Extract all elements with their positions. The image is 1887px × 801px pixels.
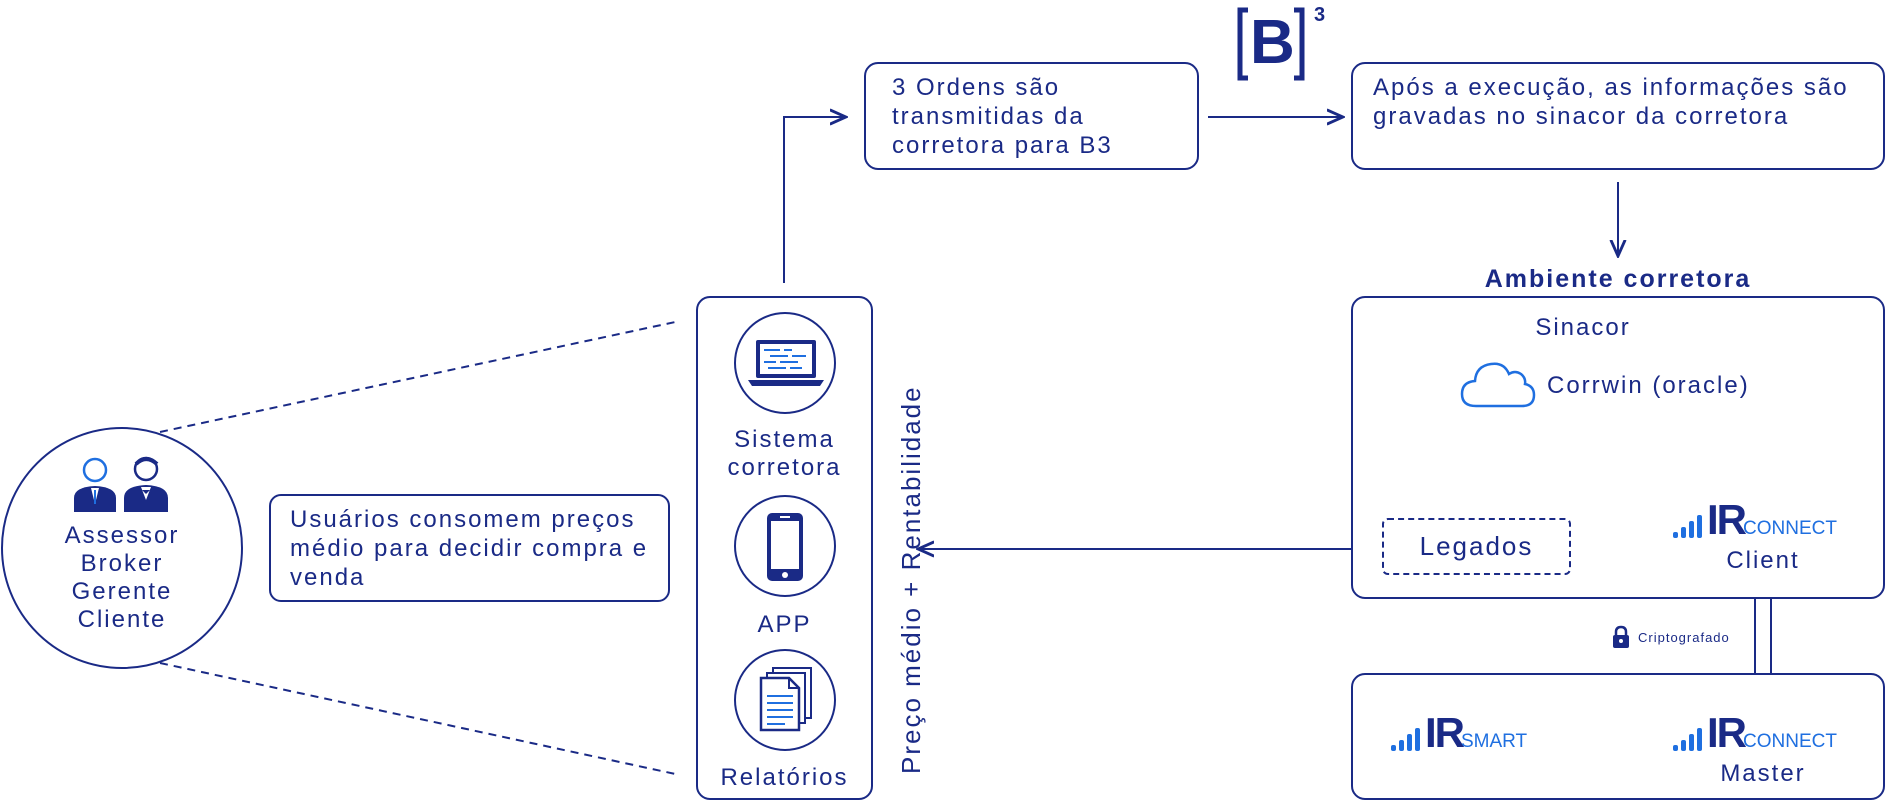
b3-logo-superscript: 3: [1314, 4, 1326, 26]
encrypted-badge: Criptografado: [1612, 625, 1772, 649]
laptop-icon: [748, 340, 824, 386]
legados-box: Legados: [1382, 518, 1571, 575]
b3-logo-letter: B: [1250, 8, 1295, 77]
users-circle: Assessor Broker Gerente Cliente: [1, 427, 243, 669]
person-group-icon: [74, 456, 168, 512]
encrypted-label: Criptografado: [1638, 630, 1730, 645]
app-label: APP: [757, 611, 812, 638]
irsmart-logo: IR SMART: [1391, 709, 1551, 756]
system-label-line1: Sistema: [734, 426, 835, 453]
role-cliente: Cliente: [77, 606, 167, 633]
irsmart-smart: SMART: [1461, 731, 1528, 752]
system-label-line2: corretora: [727, 454, 842, 481]
signal-bars-icon: [1673, 728, 1702, 751]
irconnect-master-connect: CONNECT: [1743, 731, 1837, 752]
laptop-circle: [734, 312, 836, 414]
irconnect-client-logo: IR CONNECT: [1673, 496, 1853, 543]
sinacor-label: Sinacor: [1535, 314, 1631, 341]
role-gerente: Gerente: [71, 578, 173, 605]
orders-box: 3 Ordens são transmitidas da corretora p…: [864, 62, 1199, 170]
master-box: IR SMART IR CONNECT Master: [1351, 673, 1885, 800]
role-broker: Broker: [80, 550, 164, 577]
irsmart-ir: IR: [1425, 709, 1465, 756]
documents-icon: [759, 667, 812, 732]
arrow-to-orders: [783, 117, 846, 283]
dashed-connector-bottom: [159, 662, 681, 776]
channels-box: Sistema corretora APP Relatórios: [696, 296, 873, 800]
client-label: Client: [1726, 547, 1800, 574]
documents-circle: [734, 649, 836, 751]
smartphone-icon: [767, 513, 803, 581]
irconnect-master-logo: IR CONNECT: [1673, 709, 1853, 756]
lock-icon: [1613, 625, 1629, 648]
signal-bars-icon: [1673, 515, 1702, 538]
irconnect-client-connect: CONNECT: [1743, 518, 1837, 539]
vertical-label: Preço médio + Rentabilidade: [896, 385, 926, 774]
irconnect-master-ir: IR: [1707, 709, 1747, 756]
users-note-text: Usuários consomem preços médio para deci…: [290, 506, 649, 591]
reports-label: Relatórios: [720, 764, 849, 791]
dashed-connector-top: [159, 320, 681, 433]
after-execution-box: Após a execução, as informações são grav…: [1351, 62, 1885, 170]
signal-bars-icon: [1391, 728, 1420, 751]
irconnect-client-ir: IR: [1707, 496, 1747, 543]
phone-circle: [734, 495, 836, 597]
after-execution-text: Após a execução, as informações são grav…: [1373, 74, 1849, 130]
master-label: Master: [1720, 760, 1806, 787]
orders-text: 3 Ordens são transmitidas da corretora p…: [892, 74, 1113, 159]
broker-env-box: Sinacor Corrwin (oracle) Legados IR CONN…: [1351, 296, 1885, 599]
legados-label: Legados: [1419, 531, 1534, 561]
role-assessor: Assessor: [64, 522, 180, 549]
broker-env-title: Ambiente corretora: [1484, 265, 1752, 293]
b3-logo: B 3: [1236, 4, 1336, 82]
cloud-icon: [1460, 362, 1536, 408]
corrwin-label: Corrwin (oracle): [1547, 372, 1750, 399]
users-note-box: Usuários consomem preços médio para deci…: [269, 494, 670, 602]
